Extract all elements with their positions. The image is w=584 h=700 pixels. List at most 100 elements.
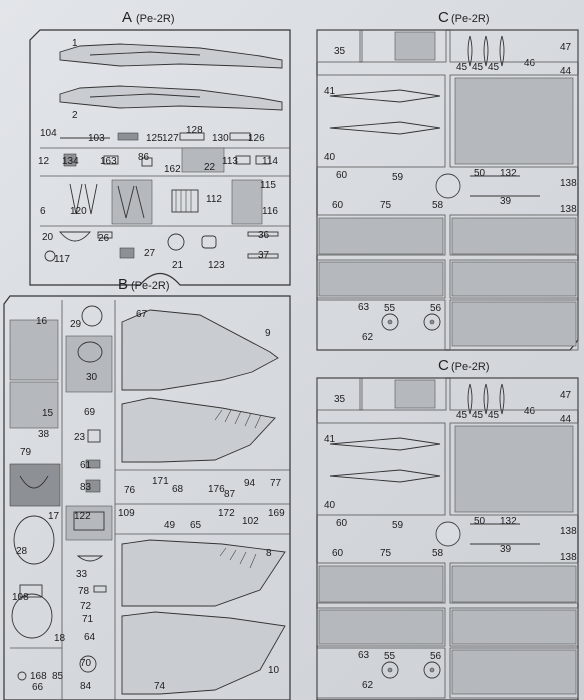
part-number-label: 132	[500, 516, 517, 527]
part-number-label: 108	[12, 592, 29, 603]
part-number-label: 45	[472, 62, 484, 73]
part-number-label: 85	[52, 671, 64, 682]
part-number-label: 9	[265, 328, 271, 339]
grid-cell	[316, 214, 446, 256]
sprue-c-title: C	[438, 357, 449, 374]
part-number-label: 94	[244, 478, 256, 489]
part-number-label: 6	[40, 206, 46, 217]
part-cell-shaded	[318, 565, 444, 603]
propeller-blade	[483, 383, 489, 415]
part-number-label: 78	[78, 586, 90, 597]
part-cell-shaded	[65, 335, 113, 393]
part-number-label: 21	[172, 260, 184, 271]
part-cell-shaded	[451, 649, 577, 695]
part-number-label: 17	[48, 511, 60, 522]
part-number-label: 123	[208, 260, 225, 271]
grid-cell	[449, 259, 579, 299]
part-block	[229, 132, 251, 141]
propeller-blade	[483, 35, 489, 67]
grid-cell	[359, 29, 447, 63]
sprue-b-subtitle: (Pe-2R)	[131, 280, 170, 292]
part-number-label: 116	[262, 206, 278, 217]
part-number-label: 163	[100, 156, 117, 167]
part-panel	[63, 153, 77, 167]
part-number-label: 46	[524, 58, 536, 69]
part-shield	[59, 231, 91, 242]
part-number-label: 55	[384, 651, 396, 662]
nacelle-half	[329, 89, 441, 103]
part-wheel	[167, 233, 185, 251]
part-panel	[103, 155, 119, 165]
propeller-blade	[467, 383, 473, 415]
part-number-label: 75	[380, 548, 392, 559]
part-radiator	[171, 189, 199, 213]
fuselage-half-left	[59, 43, 283, 69]
part-cover	[77, 341, 103, 363]
grid-cell	[316, 299, 446, 351]
grid-cell	[449, 214, 579, 256]
sprue-a-frame	[29, 29, 291, 286]
grid-cell	[316, 74, 446, 168]
part-number-label: 58	[432, 200, 444, 211]
part-number-label: 22	[204, 162, 216, 173]
part-number-label: 47	[560, 42, 572, 53]
part-dome	[11, 593, 53, 639]
part-cell-shaded	[318, 261, 444, 297]
part-number-label: 86	[138, 152, 150, 163]
part-number-label: 69	[84, 407, 96, 418]
nacelle-half	[329, 121, 441, 135]
part-bracket	[93, 585, 107, 593]
grid-cell	[449, 299, 579, 351]
part-number-label: 29	[70, 319, 82, 330]
part-number-label: 45	[488, 410, 500, 421]
part-number-label: 102	[242, 516, 259, 527]
sprue-c-subtitle: (Pe-2R)	[451, 13, 490, 25]
part-number-label: 70	[80, 658, 92, 669]
propeller-blade	[499, 383, 505, 415]
wing-upper-right	[121, 539, 286, 607]
part-number-label: 1	[72, 38, 78, 49]
part-number-label: 8	[266, 548, 272, 559]
part-block	[179, 132, 205, 141]
part-number-label: 134	[62, 156, 79, 167]
wheel	[381, 313, 399, 331]
propeller-blade	[467, 35, 473, 67]
part-cell-shaded	[451, 565, 577, 603]
sprue-a-title: A	[122, 9, 132, 26]
part-number-label: 68	[172, 484, 184, 495]
part-cell-shaded	[451, 217, 577, 255]
part-number-label: 44	[560, 66, 572, 77]
part-number-label: 138	[560, 526, 577, 537]
part-number-label: 59	[392, 520, 404, 531]
part-round	[81, 305, 103, 327]
part-ring	[79, 655, 97, 673]
part-number-label: 50	[474, 168, 486, 179]
part-number-label: 60	[336, 518, 348, 529]
part-number-label: 39	[500, 196, 512, 207]
part-number-label: 59	[392, 172, 404, 183]
part-number-label: 40	[324, 152, 336, 163]
part-number-label: 84	[80, 681, 92, 692]
grid-cell	[449, 647, 579, 699]
part-number-label: 75	[380, 200, 392, 211]
part-number-label: 56	[430, 651, 442, 662]
part-number-label: 64	[84, 632, 96, 643]
wheel-hub	[429, 667, 435, 673]
part-canopy	[19, 475, 49, 489]
part-number-label: 12	[38, 156, 50, 167]
part-number-label: 72	[80, 601, 92, 612]
part-number-label: 79	[20, 447, 32, 458]
part-number-label: 63	[358, 650, 370, 661]
part-number-label: 49	[164, 520, 176, 531]
part-number-label: 63	[358, 302, 370, 313]
wing-ribs	[214, 409, 262, 429]
part-number-label: 132	[500, 168, 517, 179]
part-number-label: 117	[54, 254, 70, 265]
part-block	[87, 429, 101, 443]
wheel-hub	[429, 319, 435, 325]
part-number-label: 114	[262, 156, 278, 167]
